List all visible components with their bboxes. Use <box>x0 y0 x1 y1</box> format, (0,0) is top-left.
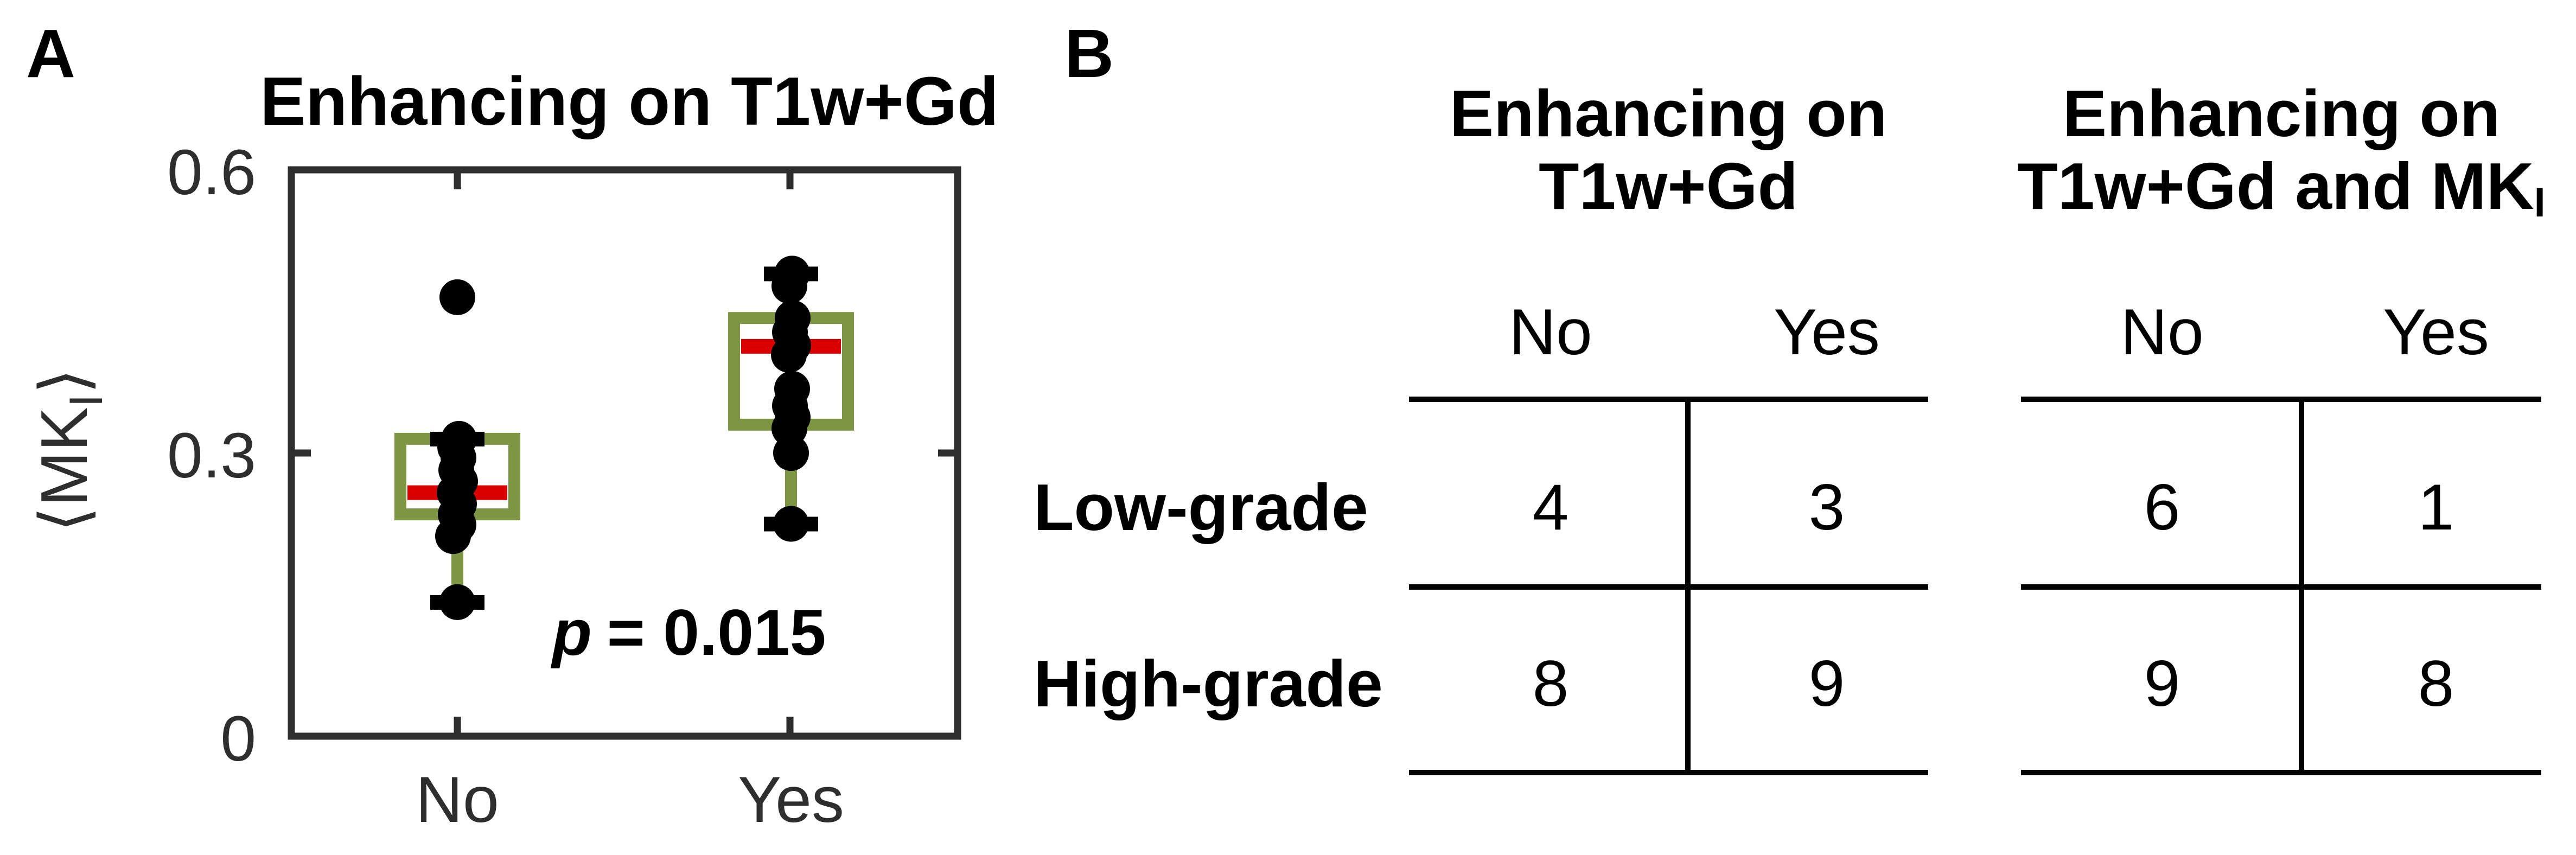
y-axis-label-main: ⟨MK <box>27 407 101 532</box>
y-axis-label: ⟨MKI⟩ <box>27 368 112 532</box>
data-point-No <box>439 279 475 315</box>
data-point-Yes <box>773 506 809 542</box>
table2-title-line2: T1w+Gd and MKI <box>2007 150 2555 232</box>
p-value-symbol: p <box>550 596 591 669</box>
data-point-No <box>435 518 471 554</box>
data-point-Yes <box>771 337 807 373</box>
table2-title-line2-text: T1w+Gd and MK <box>2017 149 2534 223</box>
table2-cell-high-no: 9 <box>2144 647 2180 720</box>
table1-column-divider <box>1685 397 1691 775</box>
p-value-rest: = 0.015 <box>607 596 826 669</box>
table1-header-no: No <box>1509 296 1592 368</box>
y-tick-label-0: 0 <box>220 703 256 775</box>
table2-rule-bottom <box>2021 770 2541 775</box>
data-point-Yes <box>773 435 809 471</box>
panel-b-letter: B <box>1064 15 1114 92</box>
table2-title-line1: Enhancing on <box>2062 76 2501 150</box>
table2-rule-top <box>2021 397 2541 402</box>
y-axis-label-sub: I <box>60 394 112 407</box>
y-tick-label-0.6: 0.6 <box>167 137 256 208</box>
panel-a-letter: A <box>26 15 75 92</box>
p-value-annotation: p= 0.015 <box>550 596 826 669</box>
table1-cell-high-no: 8 <box>1532 647 1569 720</box>
table2-title-subscript: I <box>2534 180 2546 226</box>
row-label-low-grade: Low-grade <box>1034 470 1368 544</box>
table1-rule-middle <box>1409 584 1928 590</box>
table2-cell-low-no: 6 <box>2144 471 2180 544</box>
y-tick-label-0.3: 0.3 <box>167 420 256 492</box>
table1-rule-top <box>1409 397 1928 402</box>
table1-title-line2: T1w+Gd <box>1539 149 1798 223</box>
table1-cell-low-yes: 3 <box>1808 471 1845 544</box>
x-category-label-Yes: Yes <box>738 763 844 836</box>
x-category-label-No: No <box>416 763 499 836</box>
table2-cell-low-yes: 1 <box>2418 471 2454 544</box>
table2-column-divider <box>2299 397 2304 775</box>
panel-a-boxplot: A Enhancing on T1w+Gd ⟨MKI⟩ 0 0.3 0.6No Yes… <box>26 15 999 836</box>
data-point-No <box>439 584 475 620</box>
data-point-Yes <box>771 268 807 304</box>
box-layer <box>394 256 854 620</box>
table1-header-yes: Yes <box>1774 296 1880 368</box>
panel-a-title: Enhancing on T1w+Gd <box>260 63 999 139</box>
table1-title-line1: Enhancing on <box>1449 76 1888 150</box>
y-axis-label-close: ⟩ <box>27 368 101 394</box>
table2-rule-middle <box>2021 584 2541 590</box>
table2-header-yes: Yes <box>2383 296 2489 368</box>
table2-header-no: No <box>2120 296 2204 368</box>
table2-cell-high-yes: 8 <box>2418 647 2454 720</box>
table1-cell-high-yes: 9 <box>1808 647 1845 720</box>
table1-rule-bottom <box>1409 770 1928 775</box>
axis-tick-marks <box>291 170 958 736</box>
row-label-high-grade: High-grade <box>1034 647 1383 720</box>
axis-label-layer: 0 0.3 0.6No Yes <box>167 137 844 836</box>
table1-cell-low-no: 4 <box>1532 471 1569 544</box>
